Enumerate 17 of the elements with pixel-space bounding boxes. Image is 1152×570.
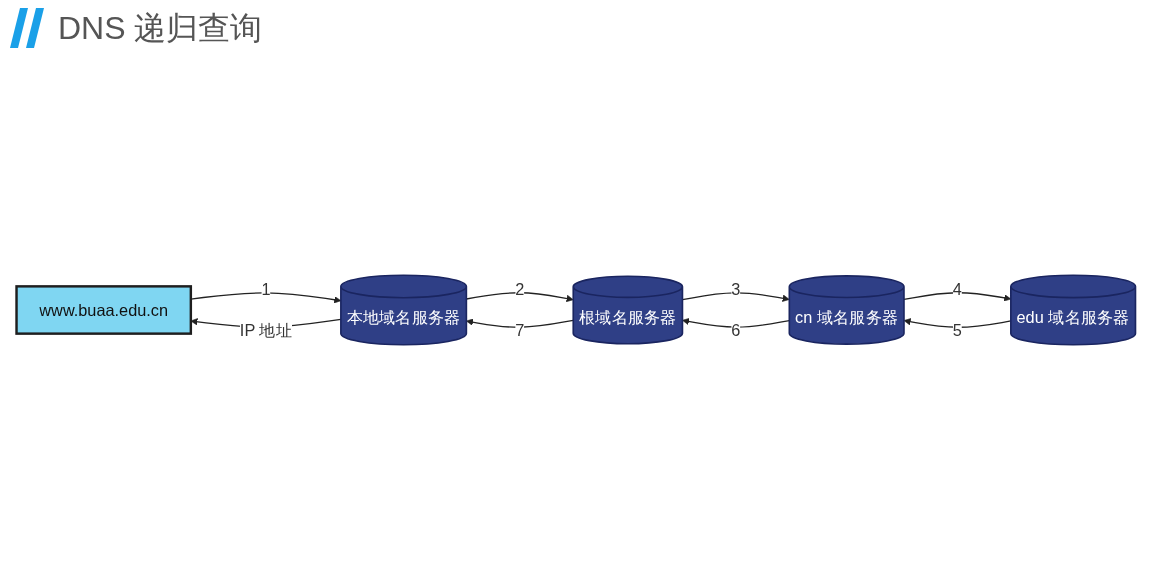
arrow — [682, 318, 790, 328]
title: DNS 递归查询 — [58, 9, 263, 48]
edge-label: 7 — [515, 321, 525, 340]
arrow — [465, 292, 574, 302]
arrow — [903, 292, 1012, 302]
edge-label: 4 — [952, 280, 962, 299]
edge-label: 1 — [261, 280, 271, 299]
edge-label: 2 — [515, 280, 525, 299]
edge-label: IP 地址 — [239, 321, 293, 340]
arrow — [466, 318, 574, 328]
edge-label: 3 — [731, 280, 741, 299]
edge-label: 6 — [731, 321, 741, 340]
arrow — [190, 292, 342, 304]
arrow — [681, 292, 790, 302]
node-box: www.buaa.edu.cn — [15, 285, 193, 335]
arrow — [903, 318, 1012, 328]
edge-label: 5 — [952, 321, 962, 340]
